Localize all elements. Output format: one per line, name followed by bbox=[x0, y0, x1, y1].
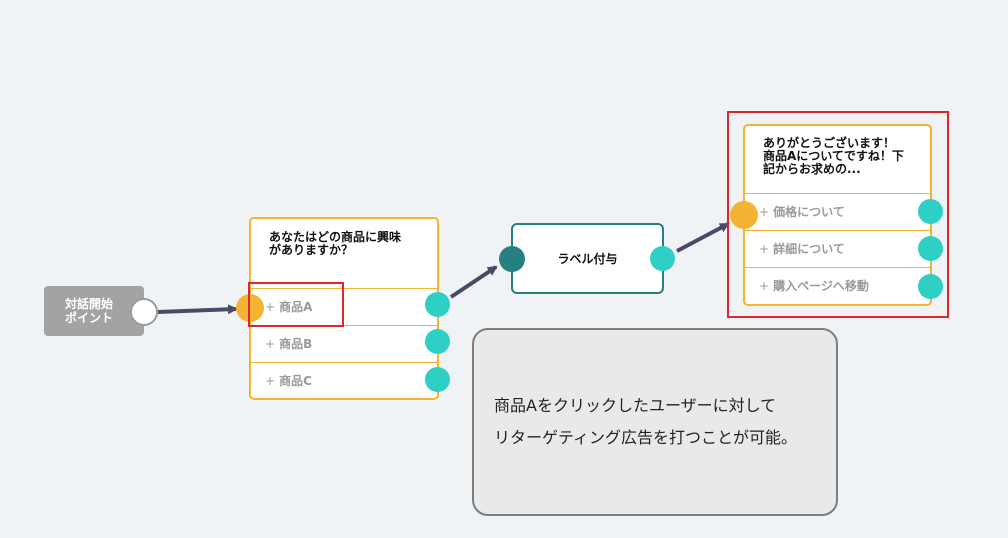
choice-product-b[interactable]: +商品B bbox=[251, 325, 437, 362]
choice-label: 商品C bbox=[279, 374, 312, 388]
label-node[interactable]: ラベル付与 bbox=[511, 223, 664, 294]
start-node-label-line1: 対話開始 bbox=[64, 297, 113, 311]
purchase-output-port[interactable] bbox=[918, 274, 943, 299]
start-output-port[interactable] bbox=[130, 298, 158, 326]
price-output-port[interactable] bbox=[918, 199, 943, 224]
question-node[interactable]: あなたはどの商品に興味 がありますか？ +商品A +商品B +商品C bbox=[249, 217, 439, 400]
choice-label: 購入ページへ移動 bbox=[773, 279, 869, 293]
start-node[interactable]: 対話開始 ポイント bbox=[44, 286, 144, 336]
choice-label: 商品A bbox=[279, 300, 313, 314]
edge-start-to-question bbox=[157, 304, 238, 315]
choice-label: 価格について bbox=[773, 205, 845, 219]
plus-icon: + bbox=[265, 300, 276, 314]
label-node-text: ラベル付与 bbox=[557, 252, 618, 266]
answer-text: ありがとうございます！ 商品Aについてですね！下 記からお求めの... bbox=[763, 136, 904, 176]
plus-icon: + bbox=[265, 374, 276, 388]
details-output-port[interactable] bbox=[918, 236, 943, 261]
start-node-label-line2: ポイント bbox=[64, 311, 113, 325]
choice-a-highlight bbox=[248, 282, 344, 327]
edge-choice-a-to-label bbox=[449, 265, 498, 299]
choice-c-output-port[interactable] bbox=[425, 367, 450, 392]
choice-product-a[interactable]: +商品A bbox=[251, 288, 437, 325]
plus-icon: + bbox=[759, 242, 770, 256]
callout-line2: リターゲティング広告を打つことが可能。 bbox=[494, 428, 798, 447]
choice-details[interactable]: +詳細について bbox=[745, 230, 930, 267]
explanation-callout: 商品Aをクリックしたユーザーに対して リターゲティング広告を打つことが可能。 bbox=[472, 328, 838, 516]
choice-purchase-page[interactable]: +購入ページへ移動 bbox=[745, 267, 930, 304]
answer-input-port[interactable] bbox=[730, 201, 758, 229]
plus-icon: + bbox=[759, 205, 770, 219]
label-input-port[interactable] bbox=[499, 246, 525, 272]
answer-node[interactable]: ありがとうございます！ 商品Aについてですね！下 記からお求めの... +価格に… bbox=[743, 124, 932, 306]
answer-node-highlight bbox=[727, 111, 949, 318]
choice-product-c[interactable]: +商品C bbox=[251, 362, 437, 399]
choice-price[interactable]: +価格について bbox=[745, 193, 930, 230]
plus-icon: + bbox=[265, 337, 276, 351]
choice-a-output-port[interactable] bbox=[425, 292, 450, 317]
choice-b-output-port[interactable] bbox=[425, 329, 450, 354]
question-input-port[interactable] bbox=[236, 294, 264, 322]
label-output-port[interactable] bbox=[650, 246, 675, 271]
edge-label-to-answer bbox=[676, 222, 730, 253]
choice-label: 詳細について bbox=[773, 242, 845, 256]
choice-label: 商品B bbox=[279, 337, 313, 351]
question-text: あなたはどの商品に興味 がありますか？ bbox=[269, 230, 402, 257]
plus-icon: + bbox=[759, 279, 770, 293]
callout-line1: 商品Aをクリックしたユーザーに対して bbox=[494, 396, 777, 415]
